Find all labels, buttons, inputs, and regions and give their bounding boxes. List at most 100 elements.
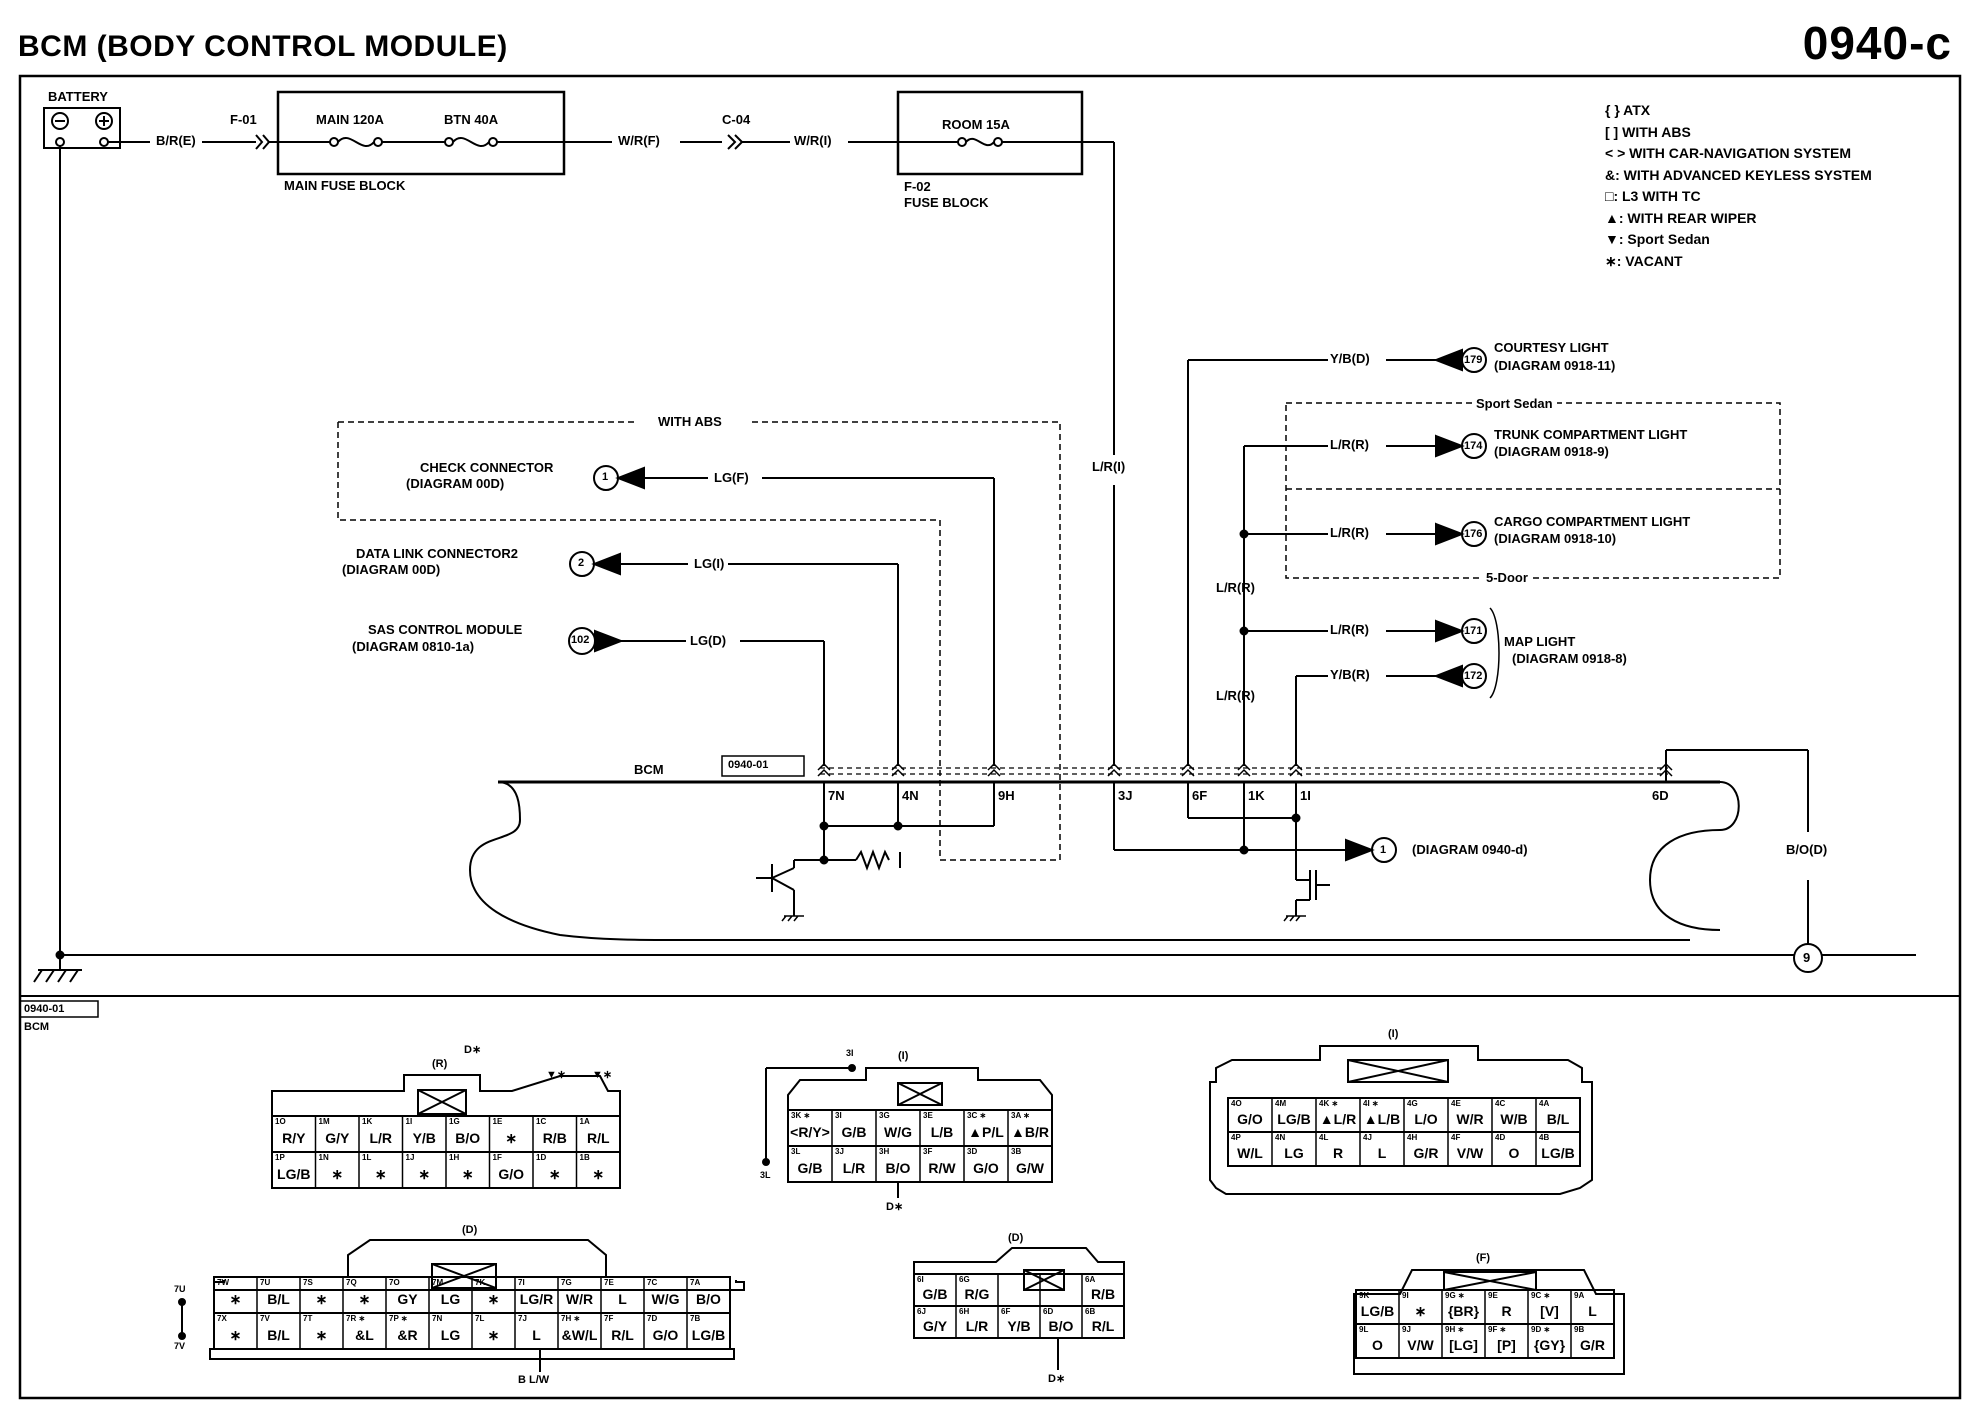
- cavity-pin-id: 1E: [492, 1117, 503, 1126]
- cavity-wire-color: G/B: [922, 1286, 948, 1303]
- cavity-wire-color: R/L: [586, 1129, 610, 1146]
- cavity-wire-color: V/W: [1407, 1336, 1434, 1353]
- cavity-pin-id: 7Q: [346, 1278, 357, 1287]
- cavity-wire-color: ∗: [418, 1165, 431, 1182]
- map-brace: [1489, 607, 1500, 699]
- trunk-diagram: (DIAGRAM 0918-9): [1494, 444, 1609, 459]
- battery-box: [43, 107, 121, 149]
- conn-D1-note: 7U: [174, 1284, 186, 1294]
- cavity-pin-id: 1O: [275, 1117, 286, 1126]
- cavity-pin-id: 3I: [835, 1111, 842, 1120]
- legend-item: { } ATX: [1605, 102, 1651, 118]
- ground-icon: [1283, 915, 1306, 922]
- cavity-wire-color: G/B: [797, 1159, 823, 1176]
- cavity-pin-id: 7W: [217, 1278, 229, 1287]
- cavity-pin-id: 7E: [604, 1278, 614, 1287]
- cavity-wire-color: G/Y: [325, 1129, 350, 1146]
- fuse-btn-icon: [452, 136, 490, 148]
- cavity-pin-id: 4O: [1231, 1099, 1242, 1108]
- cavity-wire-color: L: [532, 1326, 541, 1343]
- arrow-icon: [1435, 619, 1465, 643]
- cavity-pin-id: 7I: [518, 1278, 525, 1287]
- ground-point-number: 9: [1803, 950, 1811, 965]
- conn-D1-title: (D): [462, 1224, 478, 1236]
- cavity-wire-color: LG/B: [691, 1326, 726, 1343]
- cavity-pin-id: 7B: [690, 1314, 701, 1323]
- cavity-wire-color: ∗: [358, 1290, 371, 1307]
- diagram-d-node: [1371, 837, 1397, 863]
- cavity-pin-id: 3G: [879, 1111, 890, 1120]
- cavity-wire-color: <R/Y>: [790, 1123, 830, 1140]
- cavity-pin-id: 1J: [405, 1153, 415, 1162]
- arrow-icon: [591, 552, 621, 576]
- cavity-pin-id: 7U: [260, 1278, 271, 1287]
- fuse-main-icon: [337, 136, 375, 148]
- cavity-wire-color: G/O: [973, 1159, 999, 1176]
- bcm-pin: 7N: [828, 788, 845, 803]
- cavity-pin-id: 4B: [1539, 1133, 1550, 1142]
- cavity-wire-color: L/R: [842, 1159, 866, 1176]
- bcm-label: BCM: [634, 762, 664, 777]
- cavity-wire-color: O: [1372, 1336, 1383, 1353]
- cavity-pin-id: 4L: [1319, 1133, 1329, 1142]
- cavity-wire-color: GY: [397, 1290, 418, 1307]
- conn-R-note: ▼∗: [592, 1069, 613, 1081]
- legend-item: ▼: Sport Sedan: [1605, 231, 1710, 247]
- latch-icon: [1347, 1059, 1449, 1083]
- check-connector-diagram: (DIAGRAM 00D): [406, 476, 505, 491]
- cavity-pin-id: 7L: [475, 1314, 485, 1323]
- cavity-wire-color: W/G: [884, 1123, 912, 1140]
- bcm-pin: 3J: [1118, 788, 1133, 803]
- arrow-icon: [615, 466, 645, 490]
- trunk-number: 174: [1464, 440, 1483, 452]
- cavity-wire-color: &R: [397, 1326, 418, 1343]
- conn-F-title: (F): [1476, 1252, 1491, 1264]
- bcm-pin: 9H: [998, 788, 1015, 803]
- cavity-wire-color: ▲B/R: [1011, 1123, 1049, 1140]
- check-connector-label: CHECK CONNECTOR: [420, 460, 554, 475]
- cavity-pin-id: 7F: [604, 1314, 614, 1323]
- cavity-pin-id: 9C ∗: [1531, 1291, 1551, 1300]
- cavity-wire-color: B/L: [267, 1290, 290, 1307]
- cavity-wire-color: LG: [440, 1290, 461, 1307]
- cavity-wire-color: Y/B: [1007, 1318, 1031, 1335]
- cavity-wire-color: ∗: [592, 1165, 605, 1182]
- bcm-pin: 6D: [1652, 788, 1669, 803]
- cargo-label: CARGO COMPARTMENT LIGHT: [1494, 514, 1691, 529]
- cavity-pin-id: 7A: [690, 1278, 701, 1287]
- cavity-pin-id: 3K ∗: [791, 1111, 811, 1120]
- dlc-label: DATA LINK CONNECTOR2: [356, 546, 519, 561]
- connector-F-housing: [1353, 1269, 1625, 1375]
- cavity-pin-id: 4K ∗: [1319, 1099, 1339, 1108]
- cavity-pin-id: 1C: [536, 1117, 547, 1126]
- conn-I2-title: (I): [1388, 1028, 1399, 1040]
- cavity-wire-color: R/B: [1090, 1286, 1116, 1303]
- cavity-pin-id: 6H: [959, 1307, 970, 1316]
- cavity-pin-id: 7X: [217, 1314, 227, 1323]
- latch-icon: [431, 1263, 497, 1289]
- cavity-pin-id: 1G: [449, 1117, 460, 1126]
- resistor-icon: [855, 849, 890, 871]
- cavity-pin-id: 6F: [1001, 1307, 1011, 1316]
- cavity-wire-color: ∗: [229, 1326, 242, 1343]
- cavity-wire-color: [V]: [1540, 1302, 1559, 1319]
- ground-point-node: [1793, 943, 1823, 973]
- cavity-pin-id: 3F: [923, 1147, 933, 1156]
- cavity-pin-id: 6B: [1085, 1307, 1096, 1316]
- cavity-wire-color: {GY}: [1533, 1336, 1566, 1353]
- cavity-wire-color: G/Y: [922, 1318, 948, 1335]
- cavity-pin-id: 9G ∗: [1445, 1291, 1465, 1300]
- conn-D2-title: (D): [1008, 1232, 1024, 1244]
- f02-label: F-02: [904, 179, 931, 194]
- wire-br-e: B/R(E): [156, 133, 196, 148]
- bcm-body-left: [468, 781, 1690, 941]
- wire-lr-r: L/R(R): [1330, 437, 1369, 452]
- cavity-wire-color: G/O: [652, 1326, 679, 1343]
- cavity-wire-color: LG: [440, 1326, 461, 1343]
- cavity-wire-color: B/O: [455, 1129, 481, 1146]
- trunk-label: TRUNK COMPARTMENT LIGHT: [1494, 427, 1688, 442]
- legend: { } ATX [ ] WITH ABS < > WITH CAR-NAVIGA…: [1605, 100, 1872, 272]
- cavity-pin-id: 7H ∗: [561, 1314, 581, 1323]
- wire-lg-i: LG(I): [694, 556, 725, 571]
